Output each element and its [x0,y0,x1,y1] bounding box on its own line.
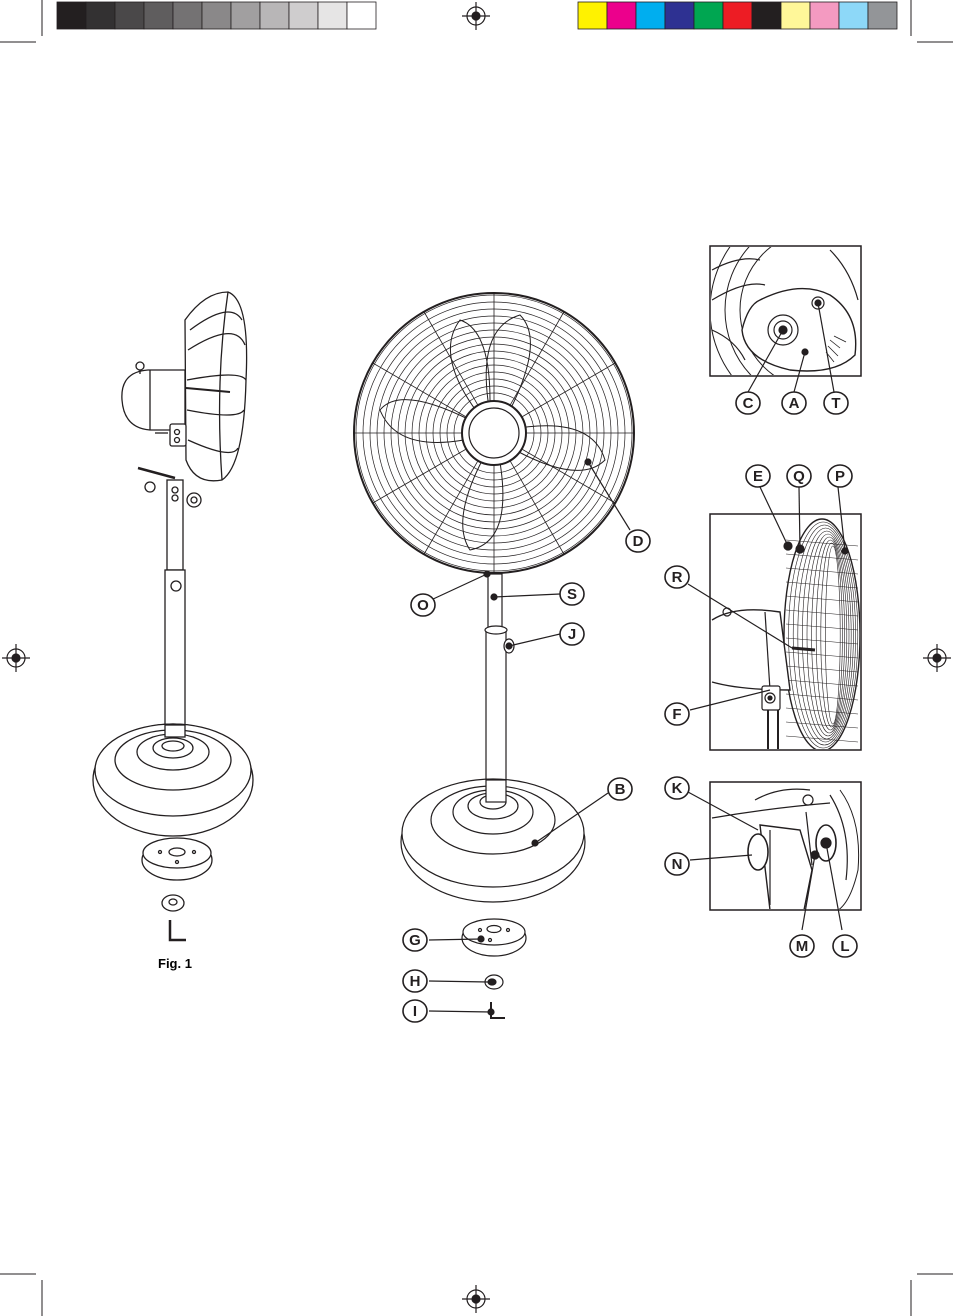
callout-label: R [672,569,683,586]
callout-label: B [615,781,626,798]
callout-e: E [746,465,770,487]
callout-h: H [403,970,427,992]
callout-label: K [672,780,683,797]
registration-mark-left [2,644,30,672]
callout-c: C [736,392,760,414]
callout-label: G [409,932,421,949]
upper-pole [488,574,502,630]
callout-label: T [831,395,840,412]
motor-housing [122,370,185,430]
gray-swatch [347,2,376,29]
callout-label: M [796,938,809,955]
gray-swatch [318,2,347,29]
callout-label: P [835,468,845,485]
callout-label: E [753,468,763,485]
fan-hub [462,401,526,465]
callout-b: B [608,778,632,800]
registration-mark-top [462,2,490,30]
callout-l: L [833,935,857,957]
registration-mark-right [923,644,951,672]
callout-s: S [560,583,584,605]
side-guard [185,292,247,481]
color-swatch [607,2,636,29]
callout-f: F [665,703,689,725]
gray-swatch [202,2,231,29]
callout-t: T [824,392,848,414]
callout-label: J [568,626,576,643]
gray-color-bar [57,2,376,29]
registration-mark-bottom [462,1285,490,1313]
color-swatch [636,2,665,29]
color-swatch [868,2,897,29]
gray-swatch [173,2,202,29]
figure-caption: Fig. 1 [158,956,192,971]
color-swatch [839,2,868,29]
gray-swatch [86,2,115,29]
gray-swatch [289,2,318,29]
callout-label: L [840,938,849,955]
color-swatch [723,2,752,29]
callout-label: Q [793,468,805,485]
callout-j: J [560,623,584,645]
color-swatch [694,2,723,29]
color-swatch [752,2,781,29]
detail-panel-side [710,514,861,751]
callout-label: A [789,395,800,412]
detail-panel-knob [710,782,861,912]
callout-d: D [626,530,650,552]
detail-panel-motor [710,200,930,420]
color-swatch [781,2,810,29]
assembled-fan-diagram [354,293,634,1018]
gray-swatch [115,2,144,29]
color-swatch [810,2,839,29]
callout-label: F [672,706,681,723]
allen-key [170,920,186,940]
callout-label: S [567,586,577,603]
callout-o: O [411,594,435,616]
callout-q: Q [787,465,811,487]
nut [162,895,184,911]
gray-swatch [144,2,173,29]
color-swatch [665,2,694,29]
color-swatch [578,2,607,29]
callout-i: I [403,1000,427,1022]
callout-label: O [417,597,429,614]
callout-a: A [782,392,806,414]
gray-swatch [260,2,289,29]
callout-g: G [403,929,427,951]
callout-m: M [790,935,814,957]
callout-k: K [665,777,689,799]
callout-label: I [413,1003,417,1020]
callout-p: P [828,465,852,487]
process-color-bar [578,2,897,29]
callout-label: C [743,395,754,412]
callout-n: N [665,853,689,875]
lower-pole [165,570,185,725]
callout-label: N [672,856,683,873]
exploded-fan-diagram [93,292,253,940]
callout-r: R [665,566,689,588]
gray-swatch [57,2,86,29]
callout-label: D [633,533,644,550]
callout-label: H [410,973,421,990]
gray-swatch [231,2,260,29]
